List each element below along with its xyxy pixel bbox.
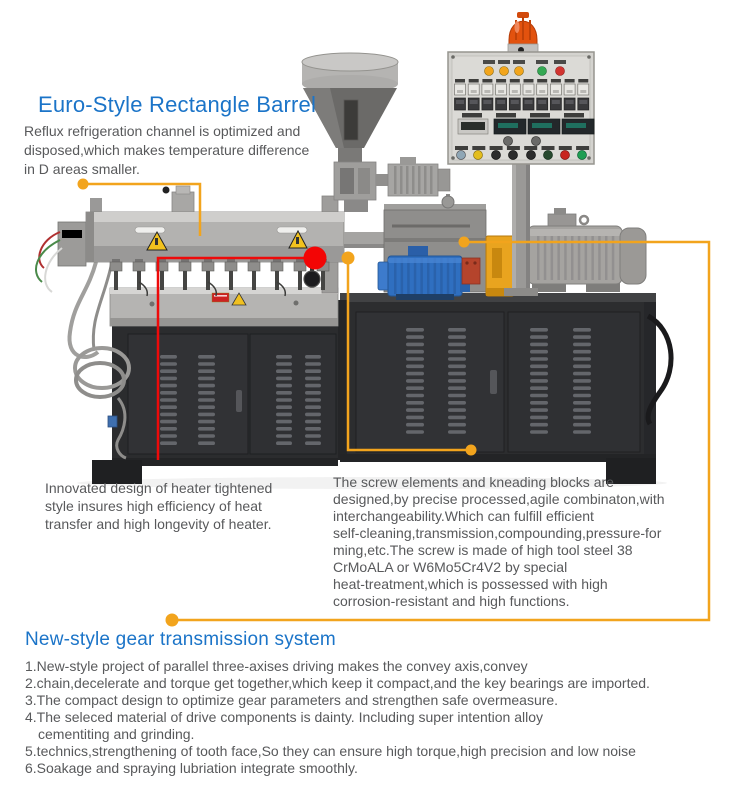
callout-line: [346, 258, 469, 452]
hopper: [301, 52, 451, 212]
callout-dot: [165, 613, 179, 627]
screw-desc-line: The screw elements and kneading blocks a…: [333, 474, 614, 490]
heater-caption-line: Innovated design of heater tightened: [45, 480, 273, 496]
barrel-section-desc: Reflux refrigeration channel is optimize…: [24, 122, 309, 179]
screw-desc-line: CrMoALA or W6Mo5Cr4V2 by special: [333, 559, 568, 575]
barrel-desc-line: Reflux refrigeration channel is optimize…: [24, 123, 301, 139]
gear-feature-item: 5.technics,strengthening of tooth face,S…: [25, 743, 636, 759]
heater-connectors: [109, 259, 330, 297]
main-motor: [514, 208, 647, 292]
warning-triangle-icon: [288, 229, 308, 249]
vent-column: [198, 355, 215, 445]
screw-section-desc: The screw elements and kneading blocks a…: [333, 474, 665, 610]
feeder-motor: [376, 157, 451, 197]
cable-coil: [67, 261, 131, 460]
screw-desc-line: heat-treatment,which is possessed with h…: [333, 576, 608, 592]
gear-section-title: New-style gear transmission system: [25, 629, 336, 650]
callout-dot: [465, 444, 477, 456]
gear-feature-item: cementiting and grinding.: [38, 726, 195, 742]
gear-feature-item: 2.chain,decelerate and torque get togeth…: [25, 675, 650, 691]
callout-line: [156, 256, 310, 460]
barrel-vent-port: [162, 185, 195, 215]
heater-caption: Innovated design of heater tightened sty…: [45, 479, 272, 533]
gear-feature-item: 4.The seleced material of drive componen…: [25, 709, 544, 725]
extruder-barrel: [35, 185, 388, 293]
alarm-beacon-icon: [507, 12, 539, 57]
ammeter-row: [454, 79, 590, 96]
vent-column: [276, 355, 292, 445]
vent-column: [406, 328, 424, 434]
heater-bar: [109, 287, 339, 327]
callout-screw: [341, 251, 477, 456]
callout-line: [83, 182, 202, 236]
coupling-guard: [485, 235, 515, 297]
vent-column: [573, 328, 591, 434]
vent-column: [305, 355, 321, 445]
machine-shadow: [77, 477, 667, 489]
gearbox-vent: [441, 194, 455, 209]
screw-desc-line: corrosion-resistant and high functions.: [333, 593, 570, 609]
gear-feature-item: 1.New-style project of parallel three-ax…: [25, 658, 528, 674]
panel-pole: [504, 164, 538, 296]
screw-desc-line: ming,etc.The screw is made of high tool …: [333, 542, 633, 558]
callout-barrel: [77, 178, 202, 236]
power-cable: [645, 313, 674, 426]
warning-triangle-icon: [146, 230, 168, 251]
door-handle: [236, 390, 242, 412]
heater-caption-line: transfer and high longevity of heater.: [45, 516, 272, 532]
controller-row: [454, 97, 590, 111]
barrel-desc-line: in D areas smaller.: [24, 161, 140, 177]
callout-line: [175, 240, 711, 622]
screw-desc-line: interchangeability.Which can fulfill eff…: [333, 508, 594, 524]
callout-dot: [341, 251, 355, 265]
motor-fitting: [461, 257, 481, 285]
gear-feature-item: 3.The compact design to optimize gear pa…: [25, 692, 559, 708]
left-cabinet: [92, 326, 338, 484]
knob-row: [503, 136, 541, 146]
hopper-cone: [303, 88, 397, 148]
control-panel: [447, 12, 595, 165]
gear-feature-item: 6.Soakage and spraying lubriation integr…: [25, 760, 358, 776]
door-handle: [490, 370, 497, 394]
indicator-lights: [483, 60, 566, 76]
callout-gear: [165, 236, 711, 627]
barrel-section-title: Euro-Style Rectangle Barrel: [38, 92, 317, 117]
barrel-desc-line: disposed,which makes temperature differe…: [24, 142, 310, 158]
vent-column: [530, 328, 548, 434]
warning-label: [211, 292, 247, 306]
display-row: [457, 113, 595, 135]
right-cabinet: [338, 293, 674, 484]
vent-column: [448, 328, 466, 434]
screw-shaft: [344, 232, 388, 244]
button-row: [455, 146, 590, 160]
callout-dot: [77, 178, 89, 190]
sensor-wires: [38, 231, 61, 269]
heater-caption-line: style insures high efficiency of heat: [45, 498, 262, 514]
callout-dot: [458, 236, 470, 248]
screw-desc-line: designed,by precise processed,agile comb…: [333, 491, 665, 507]
vent-column: [160, 355, 177, 445]
callout-heater: [156, 246, 327, 460]
callout-dot: [303, 246, 327, 270]
screw-desc-line: self-cleaning,transmission,compounding,p…: [333, 525, 662, 541]
feeder-block: [333, 161, 377, 212]
die-head: [35, 221, 87, 293]
gear-feature-list: 1.New-style project of parallel three-ax…: [25, 658, 650, 777]
